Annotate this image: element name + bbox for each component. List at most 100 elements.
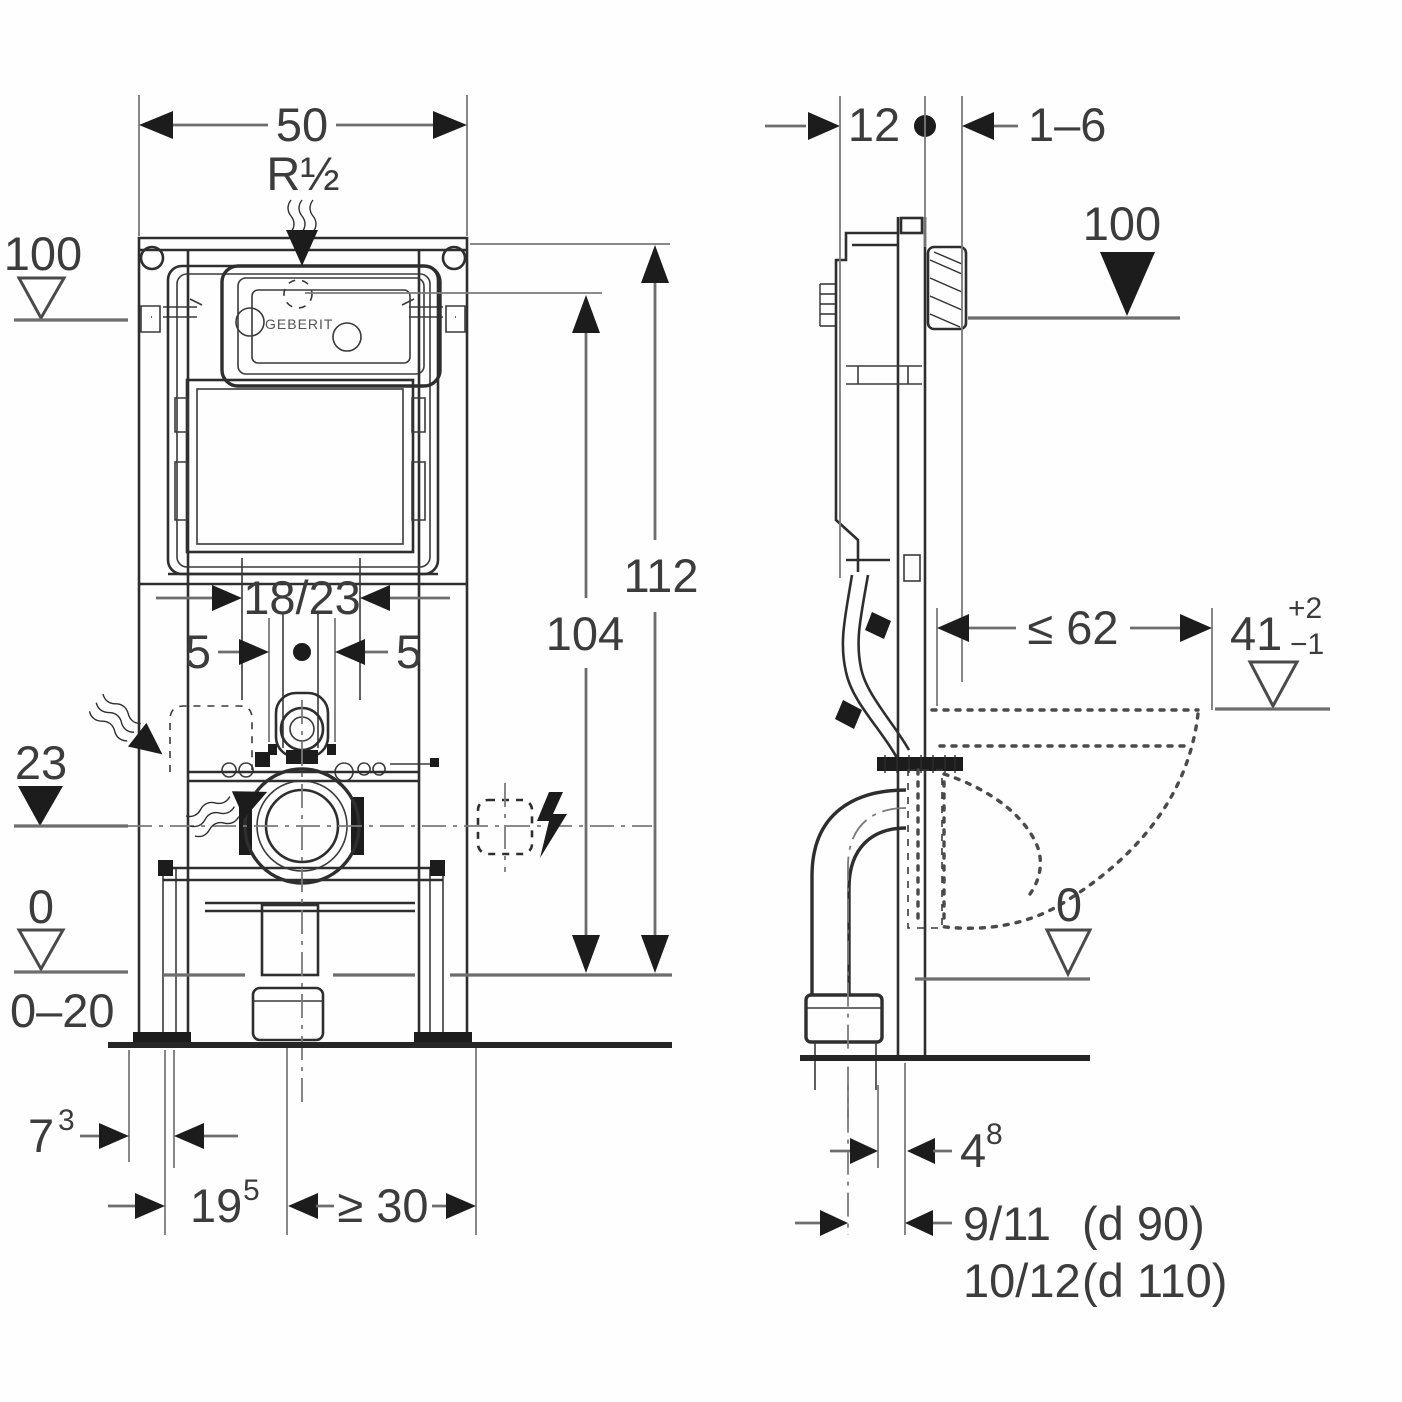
window-clips — [174, 397, 426, 521]
pipe-coupling-lower — [835, 700, 862, 729]
filled-triangle-icon — [18, 786, 63, 826]
dim-label: ≤ 62 — [1027, 601, 1118, 654]
open-triangle-icon — [1044, 928, 1093, 978]
arrow-right — [239, 639, 269, 665]
front-view: GEBERIT — [4, 95, 699, 1235]
squiggle-icon — [287, 199, 317, 233]
level-0-right: 0 — [1044, 878, 1093, 978]
below-floor-lines — [847, 1063, 906, 1235]
flush-plate — [220, 264, 442, 388]
plate-profile — [926, 245, 968, 331]
outlet-bend — [804, 788, 907, 1235]
outlet-socket-side — [804, 993, 884, 1044]
level-label: 100 — [1083, 197, 1161, 250]
arrow-right — [212, 585, 242, 611]
arrow-right — [820, 1210, 848, 1236]
dim-sup: 8 — [986, 1118, 1003, 1151]
post-screw-right — [441, 245, 467, 271]
odour-port — [283, 279, 313, 309]
dim-foot-7-3: 7 3 — [28, 1104, 238, 1162]
floor-lines-side — [800, 977, 1090, 1235]
supply-stubs — [163, 298, 443, 318]
outlet-dim-1: 9/11 — [963, 1197, 1051, 1250]
level-label: 100 — [4, 227, 82, 280]
supply-label: R½ — [266, 147, 339, 200]
bowl-inner-rim — [942, 772, 1043, 896]
dim-label: 1–6 — [1028, 98, 1106, 151]
floor-lines-front — [108, 973, 672, 1235]
level-label: 0 — [28, 880, 54, 933]
frame-legs — [162, 868, 444, 1032]
service-window — [185, 378, 415, 554]
arrow-right — [808, 112, 840, 140]
level-100-left: 100 — [4, 227, 128, 322]
cistern-inner — [176, 273, 431, 568]
arrow-down — [572, 935, 600, 973]
internal-guides — [241, 558, 361, 748]
squiggle-icon — [88, 693, 141, 742]
electrical-connection — [476, 783, 567, 872]
dim-pipe-4-8: 4 8 — [830, 1118, 1003, 1177]
fixing-dot — [430, 758, 439, 767]
arrow-right — [446, 1193, 476, 1219]
frame-crossbars — [163, 866, 443, 913]
side-view: 12 1–6 100 ≤ 62 41 +2 − — [765, 96, 1330, 1307]
rail-cap — [899, 216, 924, 235]
arrow-right — [135, 1193, 165, 1219]
arrow-up — [572, 295, 600, 333]
arrow-right — [433, 111, 467, 139]
supply-hatch — [819, 283, 837, 327]
level-label: 0 — [1056, 878, 1082, 931]
center-dot — [293, 643, 311, 661]
filled-triangle-icon — [1100, 252, 1155, 316]
supply-connection: R½ — [266, 147, 340, 266]
dim-width-50: 50 — [138, 95, 468, 236]
arrow-right — [850, 1138, 878, 1164]
toilet-bowl-dashed — [916, 708, 1200, 930]
dim-seat-41: 41 +2 −1 — [1215, 592, 1330, 711]
service-window-inner — [196, 388, 404, 545]
dim-label: 4 — [960, 1124, 986, 1177]
down-arrowhead — [286, 230, 318, 266]
dim-plate-18-23: 18/23 — [156, 571, 450, 624]
dim-label-right: 5 — [396, 625, 422, 678]
ext-lines — [936, 608, 1213, 710]
arrow-left — [360, 585, 390, 611]
level-0-left: 0 — [14, 880, 128, 974]
dim-label: 112 — [624, 549, 699, 602]
flush-pipe-inner — [857, 574, 911, 751]
arrow-left — [962, 112, 994, 140]
dim-label: 18/23 — [243, 571, 361, 624]
tol-plus: +2 — [1288, 592, 1322, 625]
bowl-back-lines — [916, 768, 946, 924]
pipe-below-floor — [814, 1042, 877, 1090]
dim-outlet-19-5: 19 5 — [108, 1174, 260, 1232]
flush-plate-face — [251, 289, 411, 364]
plate-hatch — [929, 251, 963, 328]
flow-arrowhead — [127, 722, 163, 755]
outlet-socket — [251, 986, 325, 1042]
supply-flow-arrow-outer — [88, 693, 163, 755]
dim-height-104: 104 — [305, 292, 624, 973]
arrow-right — [1180, 614, 1212, 642]
dim-label-left: 5 — [185, 625, 211, 678]
flow-arrowhead — [231, 791, 268, 819]
level-23: 23 — [14, 736, 128, 828]
dim-label: ≥ 30 — [337, 1179, 428, 1232]
supply-flow-arrow-inner — [185, 791, 268, 838]
dim-wall-1-6: 1–6 — [961, 96, 1106, 682]
dim-height-112: 112 — [470, 243, 699, 973]
bowl-profile — [936, 712, 1200, 930]
dim-sup: 3 — [58, 1104, 75, 1137]
level-100-right: 100 — [968, 197, 1180, 320]
flush-pipe — [835, 574, 911, 759]
post-brackets — [140, 305, 466, 333]
open-triangle-icon — [16, 928, 66, 973]
supply-zone-dashed — [169, 705, 253, 772]
post-screw-left — [139, 245, 165, 271]
dim-outlet-pipes: 9/11 (d 90) 10/12 (d 110) — [795, 1197, 1227, 1307]
arrow-left — [174, 1123, 204, 1149]
frame-profile — [819, 216, 927, 1058]
rail-slot — [903, 554, 921, 582]
dim-label: 19 — [190, 1179, 242, 1232]
